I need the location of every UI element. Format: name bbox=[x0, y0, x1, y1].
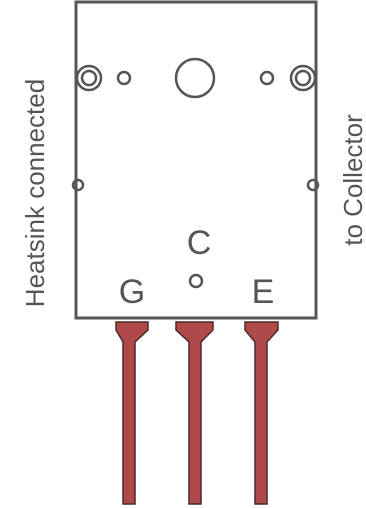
left-side-notch bbox=[71, 178, 85, 192]
right-side-notch bbox=[306, 178, 320, 192]
collector-note-label: to Collector bbox=[338, 114, 366, 246]
top-right-dot bbox=[259, 70, 275, 86]
top-left-dot bbox=[116, 70, 132, 86]
pin-label-gate: G bbox=[119, 273, 145, 311]
pin-label-collector: C bbox=[187, 224, 212, 262]
left-mounting-hole bbox=[75, 64, 103, 92]
lead-emitter bbox=[244, 321, 279, 505]
lead-collector bbox=[175, 321, 214, 505]
heatsink-label: Heatsink connected bbox=[20, 79, 50, 307]
transistor-body bbox=[74, 0, 318, 320]
lead-gate bbox=[115, 321, 149, 505]
right-mounting-hole bbox=[289, 64, 317, 92]
collector-dot bbox=[188, 273, 204, 289]
center-hole bbox=[174, 57, 216, 99]
pin-label-emitter: E bbox=[252, 273, 275, 311]
